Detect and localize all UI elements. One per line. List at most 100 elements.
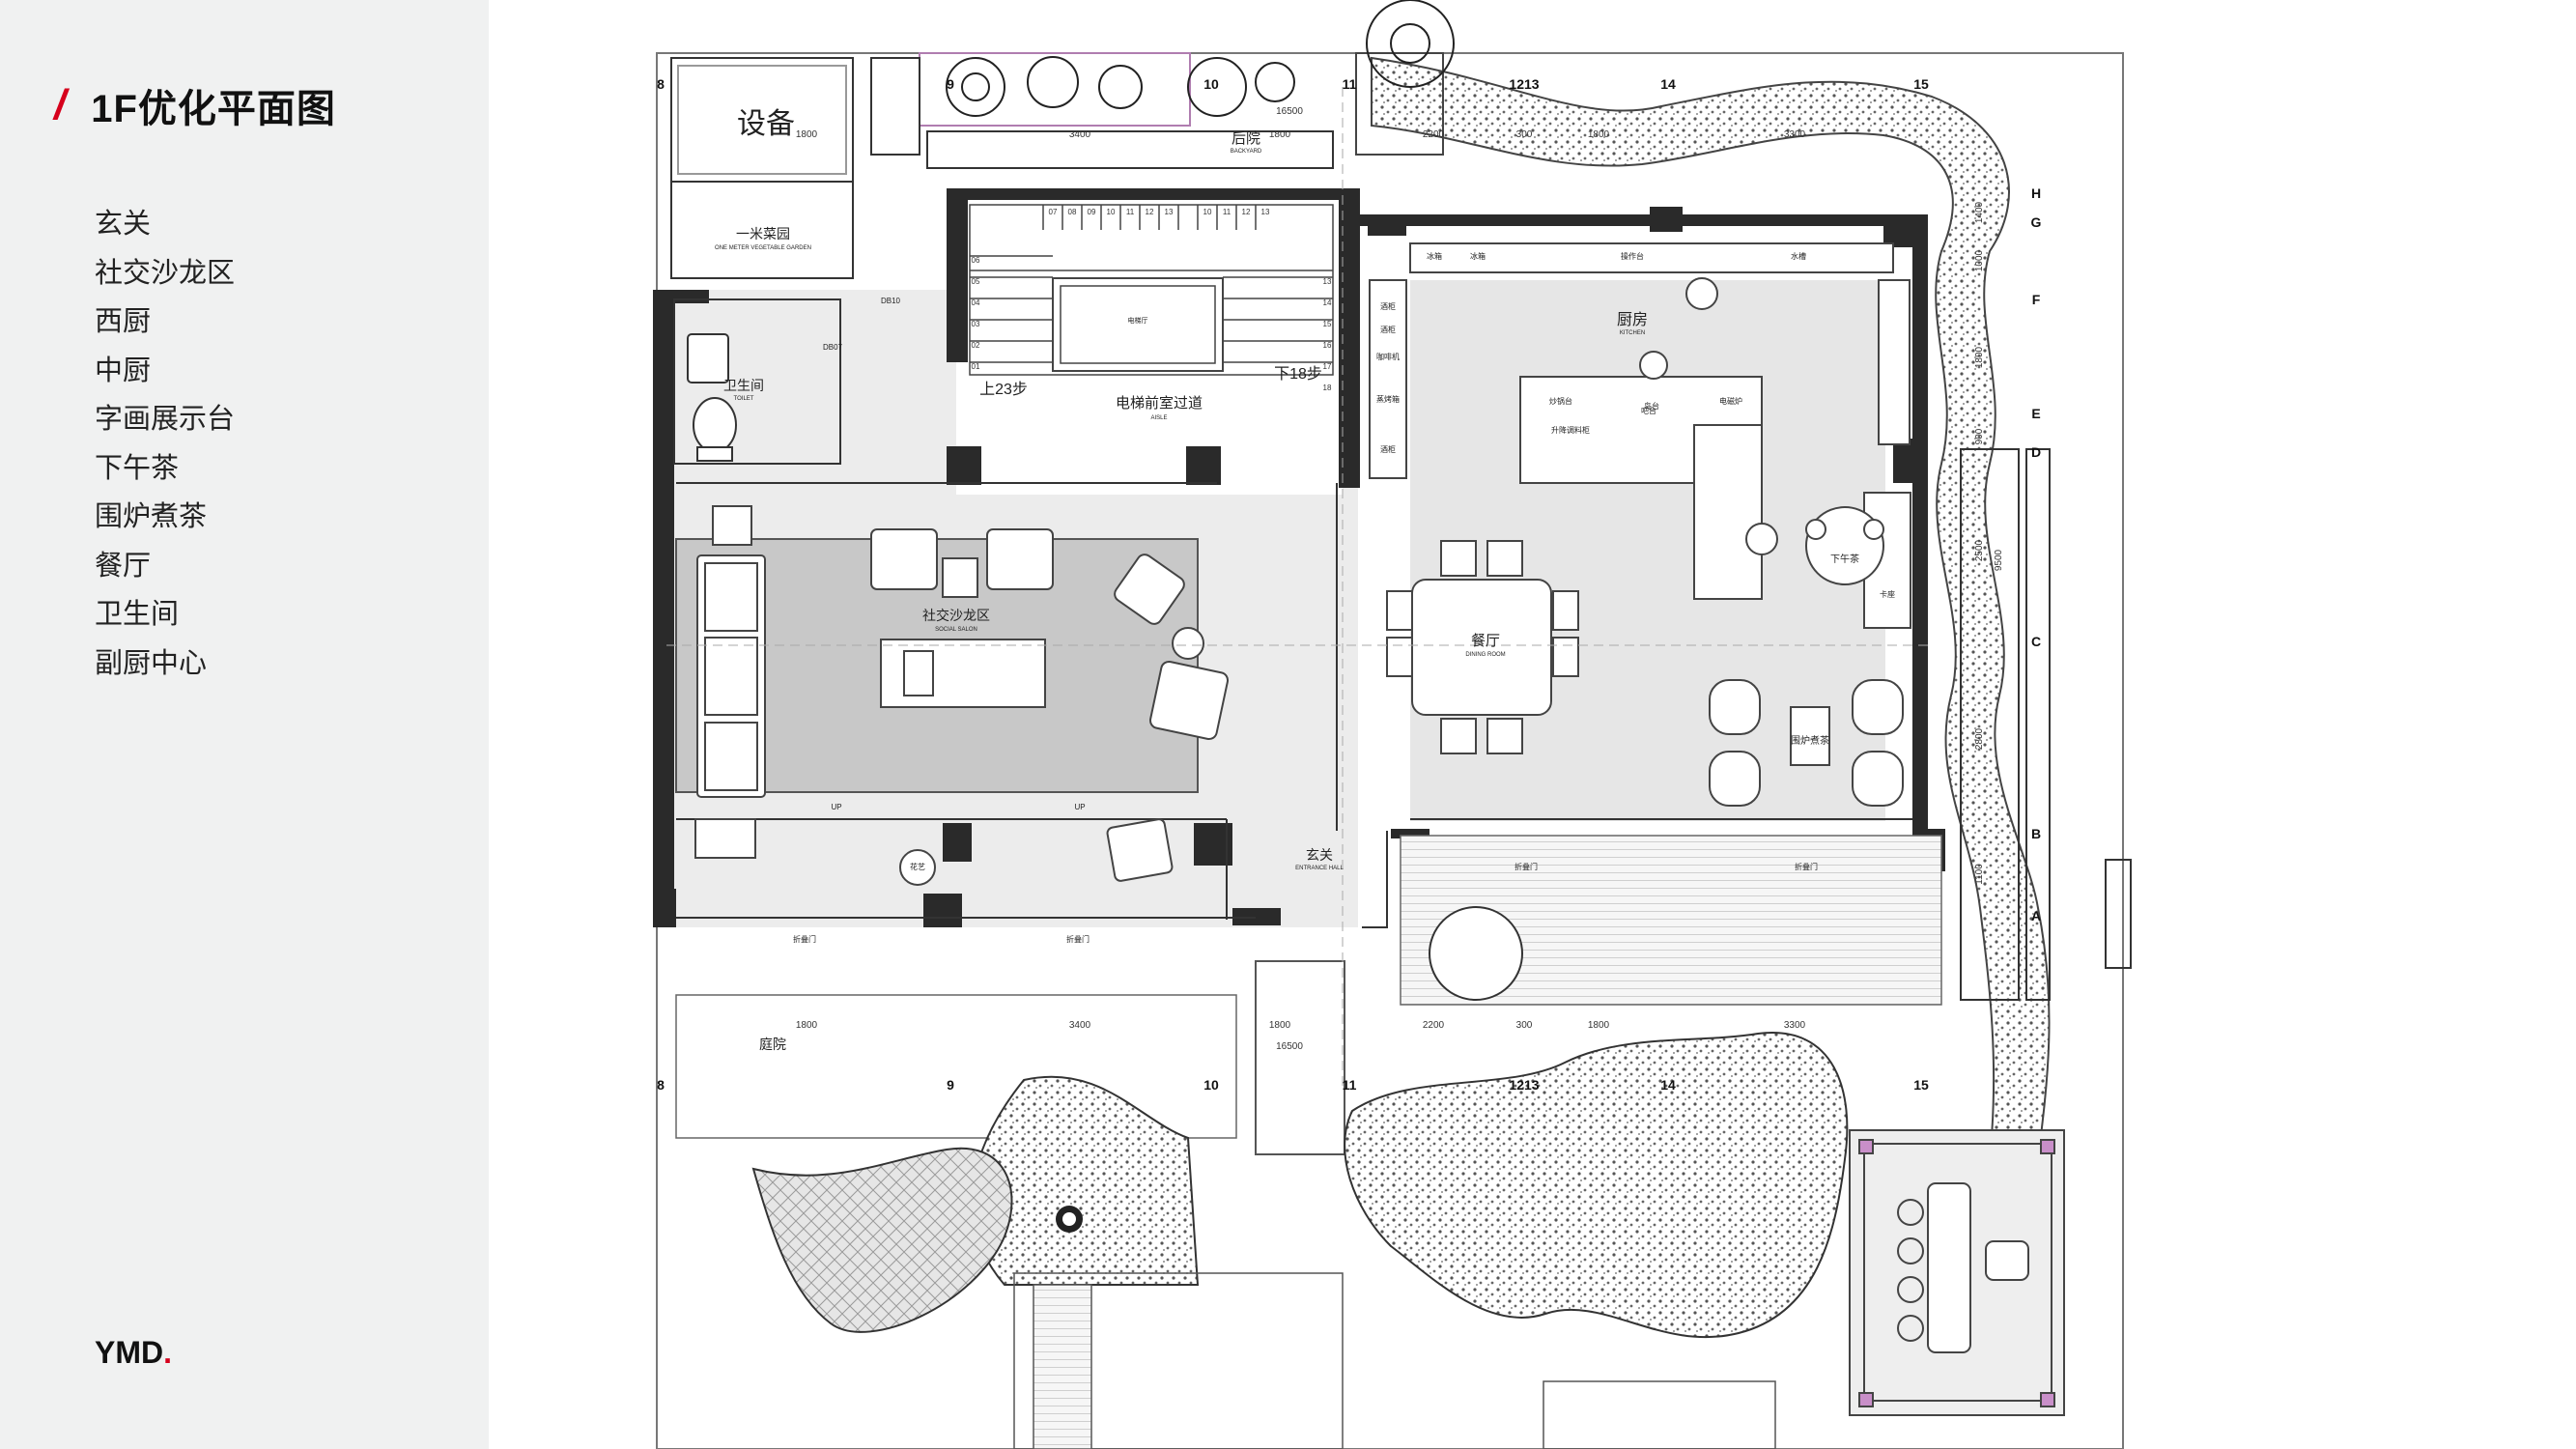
legend-item: 字画展示台 xyxy=(95,404,236,435)
stair-right-18: 18 xyxy=(1323,384,1332,392)
label-afternoon-tea: 下午茶 xyxy=(1830,553,1859,565)
label-entrance-en: ENTRANCE HALL xyxy=(1295,866,1344,871)
label-bar: 吧台 xyxy=(1641,406,1656,415)
stair-top-12: 12 xyxy=(1146,208,1154,216)
grid-bottom-9: 9 xyxy=(947,1077,954,1093)
grid-right-b: B xyxy=(2031,826,2041,841)
dim-top-8: 3300 xyxy=(1784,129,1806,140)
dim-top-7: 1800 xyxy=(1588,129,1610,140)
grid-bottom-8: 8 xyxy=(657,1077,665,1093)
legend-item: 西厨 xyxy=(95,306,152,337)
label-down-stairs: 下18步 xyxy=(1274,365,1322,383)
label-salon-en: SOCIAL SALON xyxy=(935,627,977,633)
east-planter xyxy=(1960,448,2132,1001)
brand-logo: YMD. xyxy=(95,1335,172,1371)
dim-right-6: 9500 xyxy=(1994,549,2004,571)
dim-right-8: 1100 xyxy=(1974,864,1985,885)
grid-bottom-11: 11 xyxy=(1343,1077,1357,1093)
grid-top-15: 15 xyxy=(1913,76,1929,92)
label-courtyard: 庭院 xyxy=(759,1037,786,1052)
dim-bottom-4: 16500 xyxy=(1276,1041,1303,1052)
label-flower: 花艺 xyxy=(910,862,925,871)
grid-bubbles-top: 8 9 10 11 1213 14 15 xyxy=(657,76,1929,92)
legend-item: 卫生间 xyxy=(95,599,180,630)
grid-bottom-10: 10 xyxy=(1203,1077,1219,1093)
dim-right-1: 1400 xyxy=(1974,201,1985,223)
label-fold-door-1: 折叠门 xyxy=(793,934,816,944)
dimensions-right: 1400 1000 1800 900 2500 9500 2800 1100 xyxy=(1974,201,2004,884)
stair-right-16: 16 xyxy=(1323,341,1332,350)
label-entrance: 玄关 xyxy=(1306,847,1333,863)
stair-numbers: 06 05 04 03 02 01 07 08 09 10 11 12 13 1… xyxy=(972,208,1332,392)
label-wok: 炒锅台 xyxy=(1549,396,1572,406)
grid-bubbles-right: H G F E D C B A xyxy=(2031,185,2042,923)
grid-right-g: G xyxy=(2031,214,2042,230)
grid-bottom-1213: 1213 xyxy=(1509,1077,1539,1093)
label-elevator-hall-en: AISLE xyxy=(1150,415,1167,421)
wall-outlines xyxy=(673,298,1912,928)
label-fridge-1: 冰箱 xyxy=(1427,251,1442,261)
legend-item: 副厨中心 xyxy=(95,647,208,679)
label-salon: 社交沙龙区 xyxy=(922,608,990,623)
dim-top-4: 16500 xyxy=(1276,106,1303,117)
label-toilet: 卫生间 xyxy=(723,378,764,393)
label-up-stairs: 上23步 xyxy=(979,381,1028,398)
toilet-room xyxy=(687,333,737,462)
grid-bubbles-bottom: 8 9 10 11 1213 14 15 xyxy=(657,1077,1929,1093)
grid-right-e: E xyxy=(2031,406,2040,421)
label-toilet-en: TOILET xyxy=(734,396,754,402)
grid-right-c: C xyxy=(2031,634,2041,649)
stair-top-13b: 13 xyxy=(1261,208,1270,216)
dim-right-3: 1800 xyxy=(1974,346,1985,368)
label-wine-2: 酒柜 xyxy=(1380,325,1396,334)
stair-left-01: 01 xyxy=(972,362,980,371)
dining-table xyxy=(1386,506,1904,807)
dim-bottom-3: 1800 xyxy=(1269,1020,1291,1031)
label-island: 岛台 xyxy=(1644,401,1659,411)
kitchen-counters xyxy=(1369,242,1911,629)
grid-top-9: 9 xyxy=(947,76,954,92)
label-coffee: 咖啡机 xyxy=(1376,352,1400,361)
label-kitchen-en: KITCHEN xyxy=(1620,330,1645,336)
sidebar: / 1F优化平面图 玄关 社交沙龙区 西厨 中厨 字画展示台 下午茶 围炉煮茶 … xyxy=(0,0,489,1449)
grid-top-10: 10 xyxy=(1203,76,1219,92)
door-labels: 折叠门 折叠门 折叠门 折叠门 DB10 DB07 UP UP xyxy=(793,297,1818,944)
stair-top-10: 10 xyxy=(1107,208,1116,216)
label-worktop: 操作台 xyxy=(1621,251,1644,261)
stair-top-07: 07 xyxy=(1049,208,1058,216)
dim-top-3: 1800 xyxy=(1269,129,1291,140)
stair-left-03: 03 xyxy=(972,320,980,328)
legend-item: 围炉煮茶 xyxy=(95,501,208,532)
grid-lines xyxy=(666,87,1928,1092)
dim-top-1: 1800 xyxy=(796,129,818,140)
label-sink: 水槽 xyxy=(1791,251,1806,261)
legend-item: 餐厅 xyxy=(95,550,152,582)
terrace xyxy=(1255,835,1942,1155)
dim-top-5: 2200 xyxy=(1423,129,1445,140)
stair-top-12b: 12 xyxy=(1242,208,1251,216)
grid-top-14: 14 xyxy=(1660,76,1676,92)
label-fold-door-3: 折叠门 xyxy=(1514,862,1538,871)
stair-left-06: 06 xyxy=(972,256,980,265)
label-steam-oven: 蒸烤箱 xyxy=(1376,394,1400,404)
legend-item: 下午茶 xyxy=(95,452,180,484)
stair-left-05: 05 xyxy=(972,277,980,286)
stair-top-10b: 10 xyxy=(1203,208,1212,216)
dim-right-2: 1000 xyxy=(1974,249,1985,271)
label-veg-garden: 一米菜园 xyxy=(736,226,790,242)
staircase xyxy=(969,204,1334,376)
label-db07: DB07 xyxy=(823,343,843,352)
kitchen-equipment-labels: 冰箱 冰箱 操作台 水槽 酒柜 酒柜 咖啡机 蒸烤箱 酒柜 炒锅台 吧台 电磁炉… xyxy=(1376,251,1806,454)
stair-top-08: 08 xyxy=(1068,208,1077,216)
grid-right-a: A xyxy=(2031,908,2041,923)
grid-top-1213: 1213 xyxy=(1509,76,1539,92)
stair-right-13: 13 xyxy=(1323,277,1332,286)
grid-top-11: 11 xyxy=(1343,76,1357,92)
grid-top-8: 8 xyxy=(657,76,665,92)
brand-name: YMD xyxy=(95,1335,164,1370)
dim-bottom-7: 1800 xyxy=(1588,1020,1610,1031)
label-elevator-hall: 电梯前室过道 xyxy=(1116,395,1203,412)
label-card: 卡座 xyxy=(1880,589,1895,599)
label-elevator: 电梯厅 xyxy=(1128,316,1148,325)
label-backyard-en: BACKYARD xyxy=(1231,149,1262,155)
